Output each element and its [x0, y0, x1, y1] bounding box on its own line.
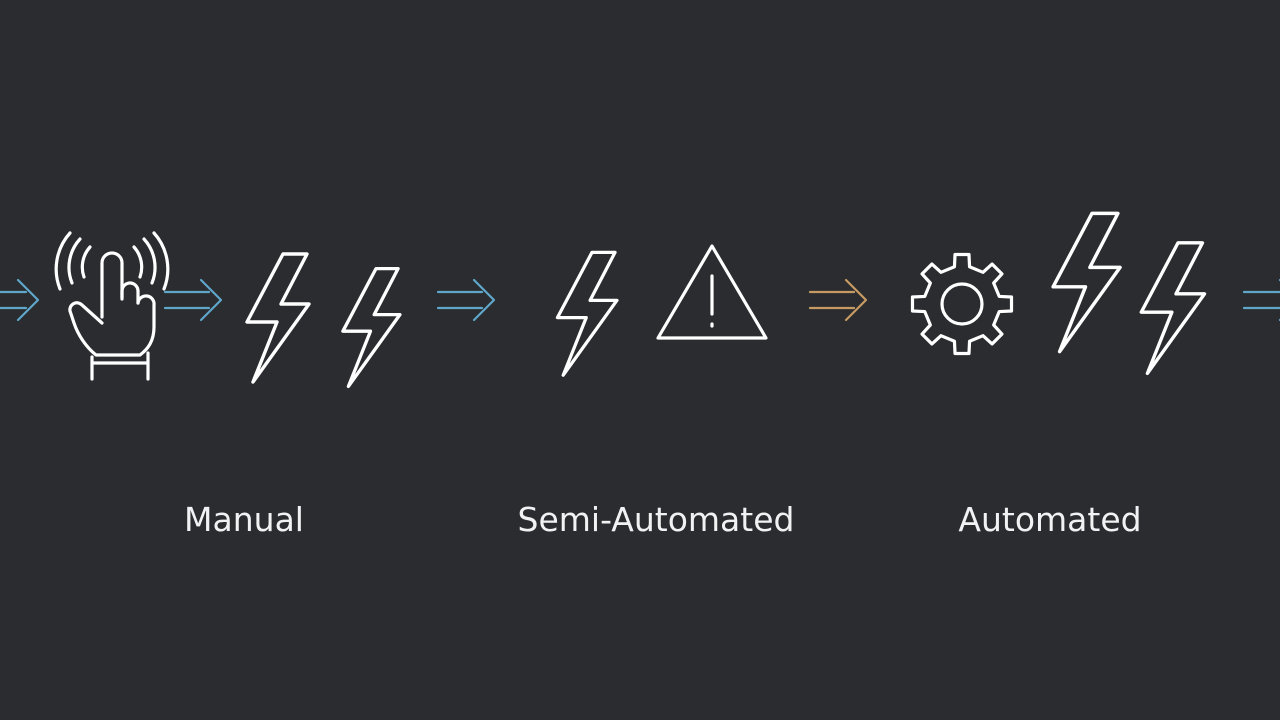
- arrow-right-edge: [1242, 278, 1280, 322]
- lightning-bolt-icon: [1139, 241, 1207, 376]
- stage-label-semi-automated: Semi-Automated: [517, 500, 795, 539]
- stage-label-automated: Automated: [958, 500, 1142, 539]
- lightning-bolt-icon: [555, 250, 619, 377]
- arrow-left-edge: [0, 278, 40, 322]
- arrow-manual-1: [163, 278, 223, 322]
- stage-label-manual: Manual: [184, 500, 304, 539]
- warning-triangle-icon: [656, 244, 768, 340]
- lightning-bolt-icon: [341, 266, 402, 389]
- touch-hand-icon: [54, 231, 170, 381]
- arrow-semi-to-auto: [808, 278, 868, 322]
- gear-icon: [910, 252, 1014, 356]
- lightning-bolt-icon: [245, 252, 311, 384]
- lightning-bolt-icon: [1051, 211, 1122, 354]
- arrow-manual-to-semi: [436, 278, 496, 322]
